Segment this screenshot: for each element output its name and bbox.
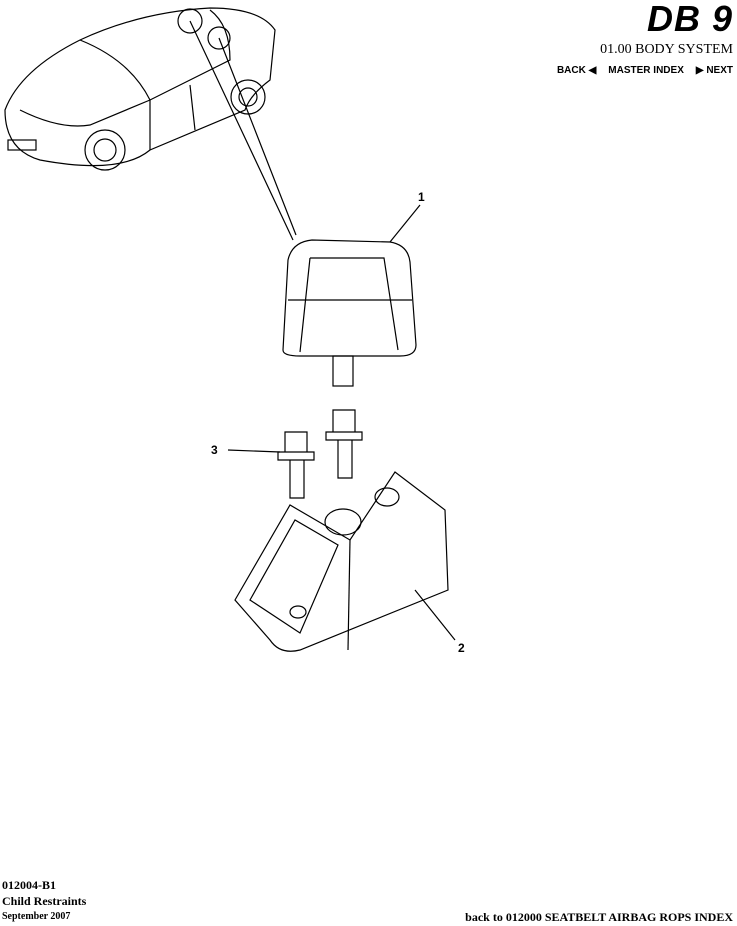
car-illustration <box>4 7 276 171</box>
master-index-link[interactable]: MASTER INDEX <box>608 65 684 76</box>
leader-lines <box>189 20 297 241</box>
footer-date: September 2007 <box>2 911 71 922</box>
footer-code: 012004-B1 <box>2 878 56 892</box>
callout-2: 2 <box>458 641 465 655</box>
back-link[interactable]: BACK ◀ <box>556 65 597 76</box>
footer-title: Child Restraints <box>2 894 87 908</box>
callout-1: 1 <box>418 190 425 204</box>
bolt-parts <box>227 409 363 499</box>
exploded-parts-diagram <box>4 7 456 652</box>
bracket-part <box>234 471 456 652</box>
back-to-index-link[interactable]: back to 012000 SEATBELT AIRBAG ROPS INDE… <box>465 910 733 924</box>
system-title: 01.00 BODY SYSTEM <box>600 42 733 57</box>
next-link[interactable]: ▶ NEXT <box>695 65 733 76</box>
db9-logo: DB 9 <box>646 0 733 39</box>
callout-3: 3 <box>211 443 218 457</box>
anchor-cover-part <box>282 204 421 387</box>
navigation-bar: BACK ◀ MASTER INDEX ▶ NEXT <box>557 65 733 77</box>
